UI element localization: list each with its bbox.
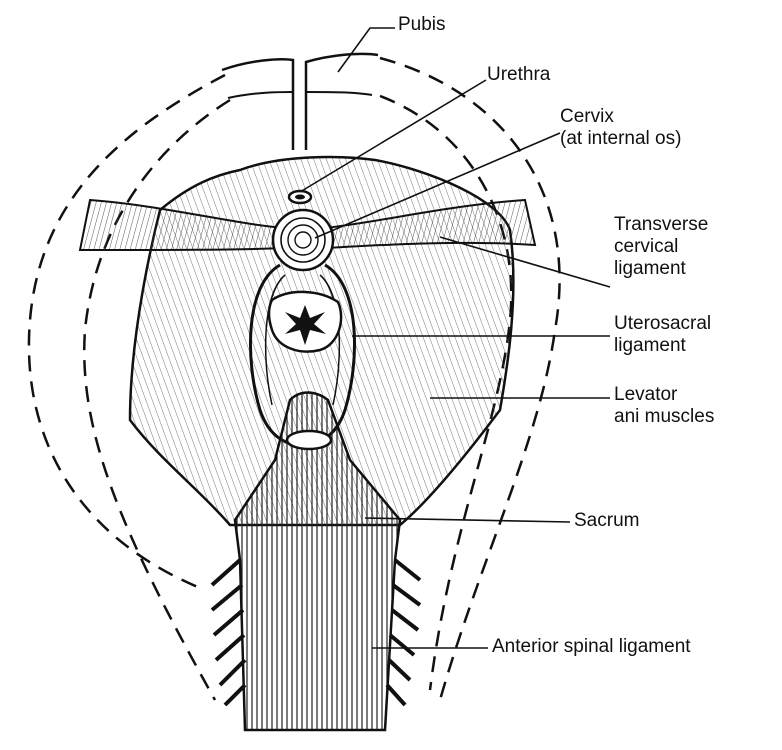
sacrum-spine — [210, 391, 422, 732]
label-tcl-line2: cervical — [614, 236, 679, 257]
leader-urethra — [299, 79, 487, 193]
label-levator-line2: ani muscles — [614, 406, 715, 427]
urethra-lumen — [295, 194, 305, 200]
label-uterosacral-ligament: Uterosacral ligament — [614, 313, 711, 357]
label-levator-line1: Levator — [614, 384, 678, 405]
rectum-lumen — [285, 305, 326, 345]
label-usl-line1: Uterosacral — [614, 313, 712, 334]
label-transverse-cervical-ligament: Transverse cervical ligament — [614, 214, 708, 280]
inner-dashed-outline-right — [379, 94, 513, 691]
leader-sacrum — [364, 517, 571, 523]
outer-dashed-outline — [27, 73, 226, 592]
label-cervix: Cervix (at internal os) — [560, 106, 681, 150]
label-urethra: Urethra — [487, 64, 551, 85]
label-anterior-spinal-ligament: Anterior spinal ligament — [492, 636, 691, 657]
leader-pubis — [337, 27, 395, 73]
label-cervix-line1: Cervix — [560, 106, 614, 127]
leader-transverse-cervical-ligament — [439, 236, 611, 288]
label-tcl-line3: ligament — [614, 258, 686, 279]
inner-dashed-outline-left — [83, 98, 231, 701]
label-usl-line2: ligament — [614, 335, 686, 356]
leader-lines — [299, 27, 611, 649]
label-levator-ani-muscles: Levator ani muscles — [614, 384, 714, 428]
transverse-cervical-ligament-band-right — [324, 198, 537, 250]
label-cervix-line2: (at internal os) — [560, 128, 682, 149]
label-pubis: Pubis — [398, 14, 446, 35]
outer-dashed-outline-right — [379, 56, 561, 701]
pubis-bone — [221, 52, 379, 150]
label-tcl-line1: Transverse — [614, 214, 709, 235]
label-sacrum: Sacrum — [574, 510, 640, 531]
cervix-rings — [271, 208, 335, 272]
leader-cervix — [314, 132, 561, 239]
